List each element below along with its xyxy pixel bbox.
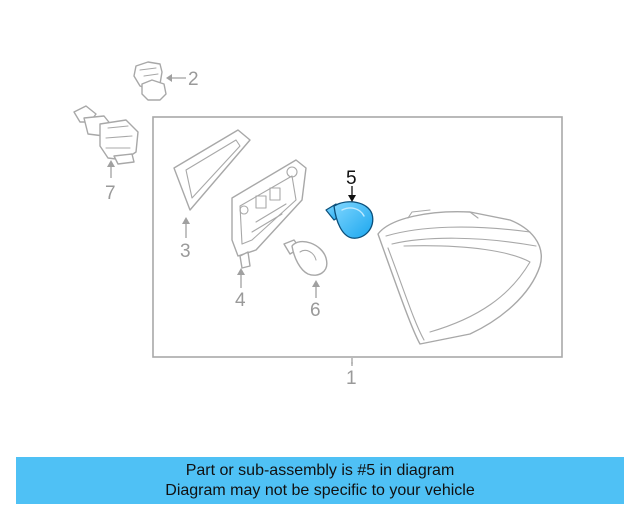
banner-line-2: Diagram may not be specific to your vehi… bbox=[165, 481, 475, 499]
callout-4: 4 bbox=[235, 290, 246, 311]
banner-line-1: Part or sub-assembly is #5 in diagram bbox=[185, 461, 455, 479]
part-1-lamp-housing[interactable] bbox=[377, 209, 542, 345]
callout-2: 2 bbox=[188, 69, 199, 90]
parts-diagram: 2 7 3 4 6 bbox=[73, 61, 563, 389]
part-5-bulb-highlighted[interactable] bbox=[325, 201, 374, 239]
part-2-clip[interactable] bbox=[133, 61, 167, 101]
callout-6: 6 bbox=[310, 300, 321, 321]
info-banner: Part or sub-assembly is #5 in diagram Di… bbox=[16, 457, 624, 504]
part-6-bulb[interactable] bbox=[283, 239, 328, 276]
callout-3: 3 bbox=[180, 241, 191, 262]
part-7-socket[interactable] bbox=[73, 105, 139, 165]
assembly-frame bbox=[152, 116, 563, 358]
part-3-gasket[interactable] bbox=[173, 129, 251, 211]
callout-7: 7 bbox=[105, 183, 116, 204]
part-4-holder-plate[interactable] bbox=[231, 159, 307, 269]
callout-1: 1 bbox=[346, 368, 357, 389]
callout-5: 5 bbox=[346, 168, 357, 189]
